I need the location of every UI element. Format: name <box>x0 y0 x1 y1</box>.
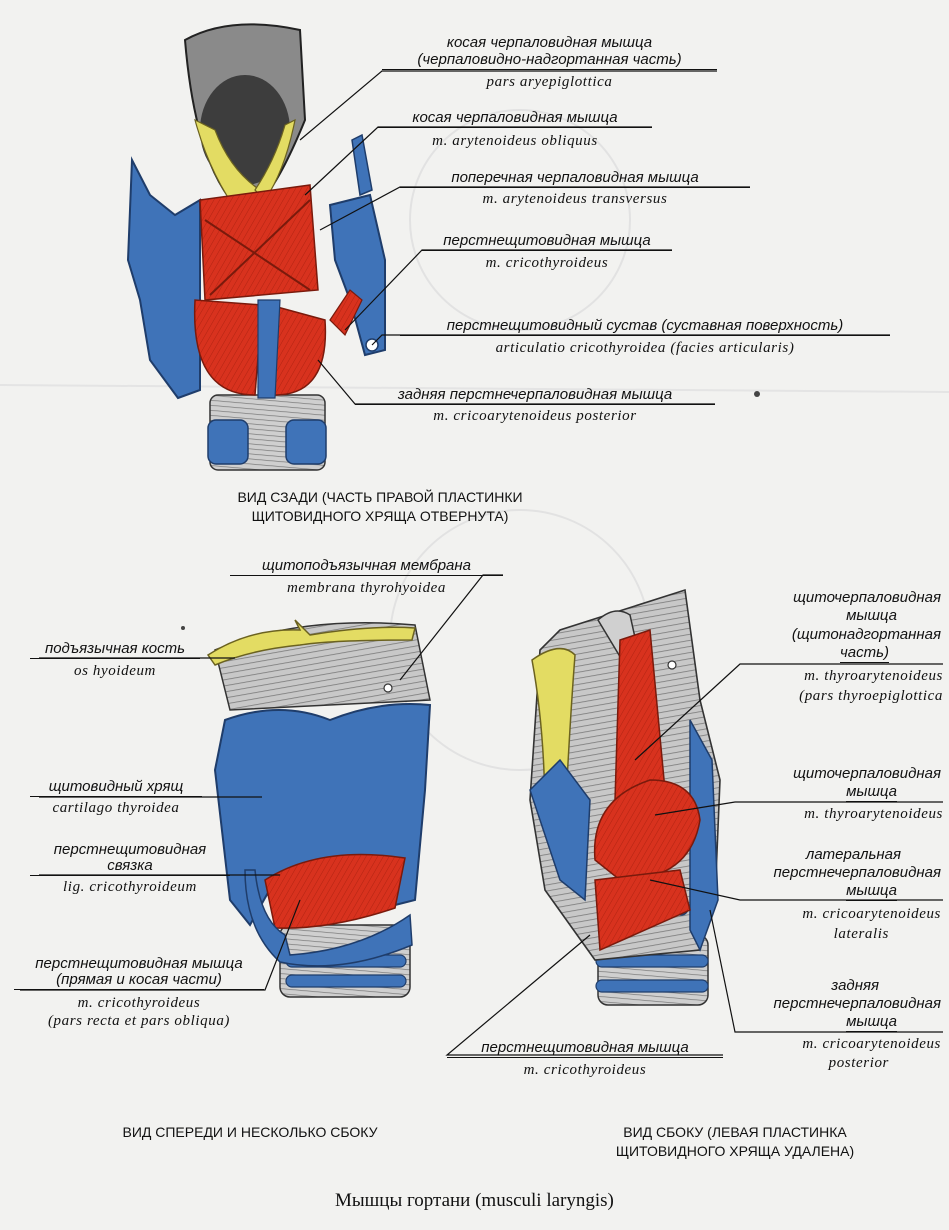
label-cricoarytenoideus-posterior-la: m. cricoarytenoideus posterior <box>433 408 637 424</box>
label-thyroepiglottic-la-2: (pars thyroepiglottica <box>799 688 943 704</box>
label-cricoaryt-lateralis-ru-3: мышца <box>846 882 897 901</box>
caption-lateral-line-1: ВИД СБОКУ (ЛЕВАЯ ПЛАСТИНКА <box>623 1124 847 1140</box>
label-cricothyroideus-top-ru: перстнещитовидная мышца <box>422 233 672 251</box>
label-cricothyroideus-front-la-2: (pars recta et pars obliqua) <box>47 1013 231 1029</box>
label-cricothyroid-joint-la: articulatio cricothyroidea (facies artic… <box>495 340 795 356</box>
label-cricoaryt-posterior-side-ru-2: перстнечерпаловидная <box>773 995 941 1012</box>
label-lig-cricothyroideum-ru-2: связка <box>30 858 230 876</box>
caption-anterior-view: ВИД СПЕРЕДИ И НЕСКОЛЬКО СБОКУ <box>122 1124 378 1140</box>
label-cricoaryt-lateralis-la-1: m. cricoarytenoideus <box>802 906 941 922</box>
label-lig-cricothyroideum-ru-1: перстнещитовидная <box>53 841 207 858</box>
caption-lateral-line-2: ЩИТОВИДНОГО ХРЯЩА УДАЛЕНА) <box>615 1143 855 1159</box>
label-cricoaryt-posterior-side-ru-3: мышца <box>846 1013 897 1032</box>
label-os-hyoideum-ru: подъязычная кость <box>30 641 200 659</box>
label-aryepiglottic-ru: косая черпаловидная мышца <box>446 34 653 51</box>
label-cricoaryt-lateralis-la-2: lateralis <box>833 926 889 942</box>
label-cricothyroid-joint-ru: перстнещитовидный сустав (суставная пове… <box>400 318 890 336</box>
label-cartilago-thyroidea-la: cartilago thyroidea <box>52 800 180 816</box>
label-arytenoideus-transversus-ru: поперечная черпаловидная мышца <box>400 170 750 188</box>
label-cricothyroideus-front-ru-1: перстнещитовидная мышца <box>35 955 243 972</box>
label-thyroarytenoideus-la: m. thyroarytenoideus <box>804 806 943 822</box>
anterior-view-figure <box>206 619 432 998</box>
caption-posterior-view: ВИД СЗАДИ (ЧАСТЬ ПРАВОЙ ПЛАСТИНКИ ЩИТОВИ… <box>190 488 570 526</box>
posterior-view-figure <box>126 23 386 471</box>
label-cricoaryt-lateralis-ru-2: перстнечерпаловидная <box>773 864 941 881</box>
label-membrana-thyrohyoidea-la: membrana thyrohyoidea <box>286 580 447 596</box>
label-cricoaryt-posterior-side-la-1: m. cricoarytenoideus <box>802 1036 941 1052</box>
label-cricoaryt-lateralis-ru-1: латеральная <box>805 846 901 863</box>
lateral-view-figure <box>529 588 721 1006</box>
label-thyroepiglottic-ru-2: мышца <box>846 607 897 624</box>
label-cricothyroideus-side-ru: перстнещитовидная мышца <box>447 1040 723 1058</box>
label-thyroepiglottic-ru-1: щиточерпаловидная <box>793 589 941 606</box>
label-cricothyroideus-front-ru-2: (прямая и косая части) <box>14 972 264 990</box>
caption-posterior-line-2: ЩИТОВИДНОГО ХРЯЩА ОТВЕРНУТА) <box>251 508 509 524</box>
label-arytenoideus-obliquus-ru: косая черпаловидная мышца <box>378 110 652 128</box>
label-thyroepiglottic-ru-4: часть) <box>840 644 889 663</box>
label-cartilago-thyroidea-ru: щитовидный хрящ <box>30 779 202 797</box>
label-cricoarytenoideus-posterior-ru: задняя перстнечерпаловидная мышца <box>355 387 715 405</box>
label-aryepiglottic-la: pars aryepiglottica <box>486 74 613 90</box>
label-lig-cricothyroideum-la: lig. cricothyroideum <box>63 879 197 895</box>
label-aryepiglottic-ru-part: (черпаловидно-надгортанная часть) <box>382 52 717 70</box>
label-arytenoideus-obliquus-la: m. arytenoideus obliquus <box>432 133 598 149</box>
label-cricoaryt-posterior-side-ru-1: задняя <box>831 977 879 994</box>
label-membrana-thyrohyoidea-ru: щитоподъязычная мембрана <box>230 558 503 576</box>
label-os-hyoideum-la: os hyoideum <box>73 663 156 679</box>
label-cricothyroideus-front-la-1: m. cricothyroideus <box>77 995 201 1011</box>
caption-lateral-view: ВИД СБОКУ (ЛЕВАЯ ПЛАСТИНКА ЩИТОВИДНОГО Х… <box>570 1123 900 1161</box>
label-thyroepiglottic-ru-3: (щитонадгортанная <box>791 626 941 643</box>
caption-posterior-line-1: ВИД СЗАДИ (ЧАСТЬ ПРАВОЙ ПЛАСТИНКИ <box>237 489 523 505</box>
figure-title: Мышцы гортани (musculi laryngis) <box>335 1190 614 1211</box>
label-cricoaryt-posterior-side-la-2: posterior <box>828 1055 889 1071</box>
label-arytenoideus-transversus-la: m. arytenoideus transversus <box>482 191 668 207</box>
label-thyroarytenoideus-ru-2: мышца <box>846 783 897 802</box>
label-cricothyroideus-side-la: m. cricothyroideus <box>523 1062 647 1078</box>
label-thyroarytenoideus-ru-1: щиточерпаловидная <box>793 765 941 782</box>
label-cricothyroideus-top-la: m. cricothyroideus <box>485 255 609 271</box>
label-thyroepiglottic-la-1: m. thyroarytenoideus <box>804 668 943 684</box>
